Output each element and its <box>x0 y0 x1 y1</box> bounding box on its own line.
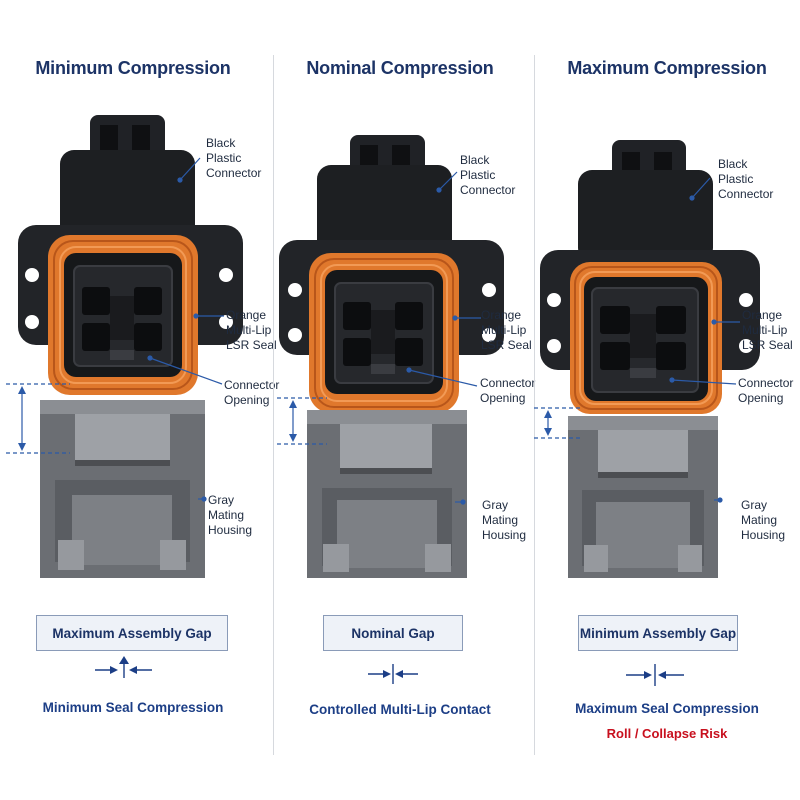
label-black-connector: Black Plastic Connector <box>718 157 774 201</box>
connector-illustration <box>534 140 760 686</box>
gap-box: Nominal Gap <box>323 615 463 651</box>
compression-arrows-icon <box>368 664 418 684</box>
connector-illustration <box>6 115 243 678</box>
orange-multi-lip-seal <box>48 235 198 395</box>
panel-divider <box>273 55 274 755</box>
label-gray-housing: Gray Mating Housing <box>741 498 786 542</box>
label-black-connector: Black Plastic Connector <box>206 136 262 180</box>
gap-dimension-indicator <box>534 407 582 439</box>
panel-maximum-compression: Maximum Compression <box>534 0 800 800</box>
orange-multi-lip-seal <box>309 253 459 413</box>
compression-arrows-icon <box>95 656 152 678</box>
orange-multi-lip-seal <box>570 262 722 414</box>
compression-arrows-icon <box>626 664 684 686</box>
label-gray-housing: Gray Mating Housing <box>208 493 253 537</box>
panel-title: Maximum Compression <box>567 58 767 78</box>
gap-dimension-indicator <box>6 383 70 454</box>
panel-minimum-compression: Minimum Compression <box>0 0 279 800</box>
panel-divider <box>534 55 535 755</box>
gap-dimension-indicator <box>277 397 327 445</box>
compression-caption: Minimum Seal Compression <box>42 700 224 715</box>
label-connector-opening: Connector Opening <box>480 376 536 405</box>
compression-caption: Maximum Seal Compression <box>575 701 759 716</box>
warning-text: Roll / Collapse Risk <box>606 726 728 741</box>
panel-title: Minimum Compression <box>35 58 231 78</box>
gray-mating-housing <box>568 416 718 578</box>
label-orange-seal: Orange Multi-Lip LSR Seal <box>226 308 277 352</box>
label-connector-opening: Connector Opening <box>224 378 280 407</box>
gray-mating-housing <box>40 400 205 578</box>
connector-illustration <box>277 135 504 684</box>
gap-box: Minimum Assembly Gap <box>578 615 738 651</box>
gap-box: Maximum Assembly Gap <box>36 615 228 651</box>
panel-nominal-compression: Nominal Compression <box>267 0 535 800</box>
label-orange-seal: Orange Multi-Lip LSR Seal <box>742 308 793 352</box>
label-black-connector: Black Plastic Connector <box>460 153 516 197</box>
label-orange-seal: Orange Multi-Lip LSR Seal <box>481 308 532 352</box>
compression-caption: Controlled Multi-Lip Contact <box>309 702 491 717</box>
gray-mating-housing <box>307 410 467 578</box>
panel-title: Nominal Compression <box>306 58 494 78</box>
label-connector-opening: Connector Opening <box>738 376 794 405</box>
label-gray-housing: Gray Mating Housing <box>482 498 527 542</box>
